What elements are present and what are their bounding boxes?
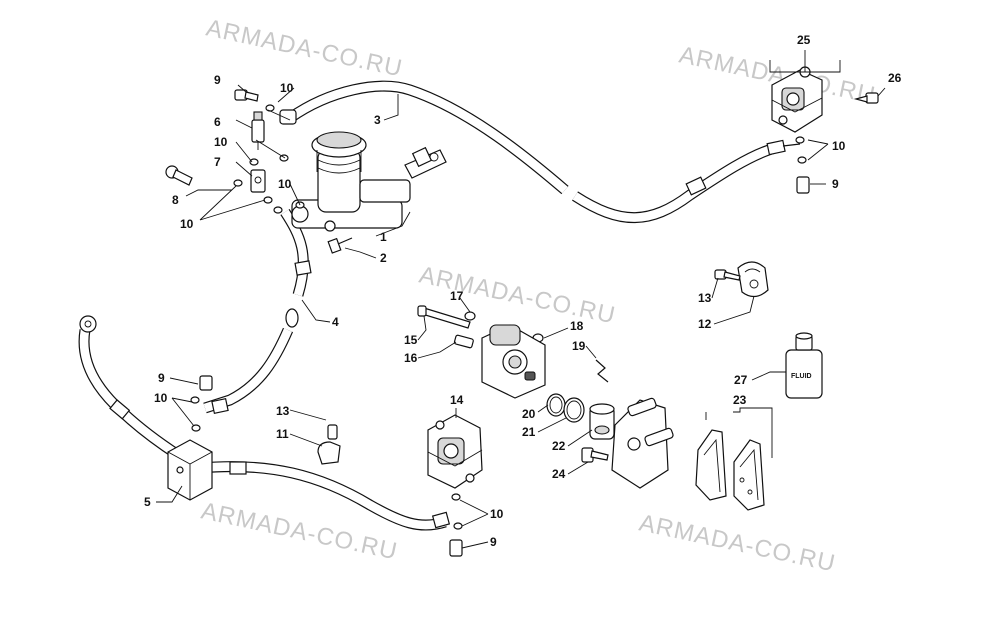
callout-24: 24: [552, 467, 566, 481]
junction-block: [167, 439, 213, 501]
piston-seal-20: [546, 393, 566, 417]
brake-fluid-bottle: FLUID: [785, 332, 823, 399]
caliper-body: [481, 324, 546, 399]
bolt-26: [853, 92, 879, 104]
callout-27: 27: [734, 373, 748, 387]
brake-hose-3: [279, 80, 801, 224]
caliper-bracket: [611, 397, 674, 489]
bolt-24: [581, 447, 609, 463]
piston-seal-21: [563, 397, 585, 423]
o-ring-17: [464, 311, 476, 321]
banjo-fitting-7: [250, 169, 266, 193]
bolt-2: [327, 237, 353, 254]
callout-9-bottom: 9: [490, 535, 497, 549]
callout-22: 22: [552, 439, 566, 453]
callout-15: 15: [404, 333, 418, 347]
callout-10-center: 10: [278, 177, 292, 191]
callout-6: 6: [214, 115, 221, 129]
callout-9-right: 9: [832, 177, 839, 191]
caliper-pin-15: [417, 305, 471, 329]
callout-16: 16: [404, 351, 418, 365]
callout-13-upper: 13: [698, 291, 712, 305]
callout-10-bottom: 10: [490, 507, 504, 521]
callout-10-mid: 10: [154, 391, 168, 405]
watermark-top-left: ARMADA-CO.RU: [204, 14, 405, 82]
bolt-13-lower: [327, 424, 338, 440]
callout-4: 4: [332, 315, 339, 329]
callout-7: 7: [214, 155, 221, 169]
bleeder-bolt-9-right: [796, 176, 810, 194]
callout-17: 17: [450, 289, 464, 303]
callout-10-right: 10: [832, 139, 846, 153]
washers-10: [190, 104, 807, 530]
brake-hose-left: [78, 315, 182, 460]
bolt-13-upper: [714, 269, 741, 281]
callout-13-lower: 13: [276, 404, 290, 418]
callout-8: 8: [172, 193, 179, 207]
callout-9-top: 9: [214, 73, 221, 87]
callout-23: 23: [733, 393, 747, 407]
watermark-bottom-right: ARMADA-CO.RU: [637, 509, 838, 577]
rear-caliper-14: [427, 414, 483, 489]
brake-hose-4: [203, 208, 312, 415]
callout-numbers: 9 10 6 10 7 8 10 10 3 1 2 4 5 9 10 13 11…: [144, 33, 902, 549]
callout-3: 3: [374, 113, 381, 127]
brake-hose-lower: [199, 461, 451, 531]
callout-19: 19: [572, 339, 586, 353]
brake-pads-23: [695, 429, 765, 511]
bleeder-bolt-9-bottom: [449, 539, 463, 557]
callout-10-top: 10: [280, 81, 294, 95]
callout-25: 25: [797, 33, 811, 47]
fluid-bottle-label: FLUID: [791, 373, 812, 380]
front-caliper-25: [771, 66, 823, 133]
callout-5: 5: [144, 495, 151, 509]
spring-clip-19: [595, 359, 609, 383]
bleeder-16: [453, 334, 474, 349]
callout-11: 11: [276, 427, 289, 441]
leader-lines: [156, 50, 886, 549]
callout-14: 14: [450, 393, 464, 407]
callout-26: 26: [888, 71, 902, 85]
callout-10-left: 10: [180, 217, 194, 231]
callout-9-mid: 9: [158, 371, 165, 385]
clip-11: [317, 441, 341, 465]
callout-10-switch: 10: [214, 135, 228, 149]
piston-22: [589, 403, 615, 440]
callout-18: 18: [570, 319, 584, 333]
callout-2: 2: [380, 251, 387, 265]
callout-12: 12: [698, 317, 712, 331]
banjo-bolt-8: [165, 165, 193, 186]
callout-1: 1: [380, 230, 387, 244]
master-cylinder: [291, 131, 447, 232]
brake-light-switch: [251, 111, 265, 150]
bleeder-bolt-9-top: [234, 89, 259, 102]
callout-20: 20: [522, 407, 536, 421]
callout-21: 21: [522, 425, 536, 439]
hose-clamp-12: [737, 261, 769, 298]
bleeder-bolt-9-mid: [199, 375, 213, 391]
